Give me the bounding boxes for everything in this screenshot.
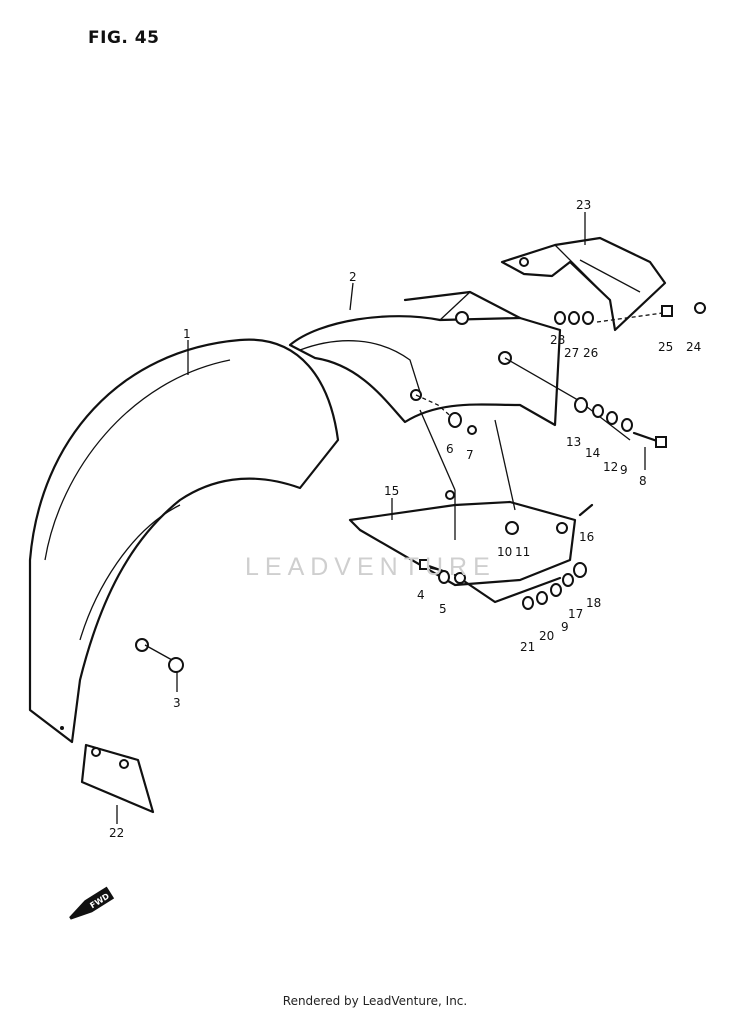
washer-12 — [606, 411, 618, 425]
callout-1: 1 — [183, 327, 191, 341]
washer-5 — [438, 570, 450, 584]
callout-21: 21 — [520, 640, 535, 654]
washer-14 — [592, 404, 604, 418]
fender-inner-section — [288, 290, 562, 427]
nut-7 — [467, 425, 477, 435]
washer-6 — [448, 412, 462, 428]
callout-9-lower: 9 — [561, 620, 569, 634]
callout-24: 24 — [686, 340, 701, 354]
footer-credit: Rendered by LeadVenture, Inc. — [282, 994, 468, 1008]
nut-21 — [522, 596, 534, 610]
figure-title: FIG. 45 — [88, 28, 160, 48]
callout-5: 5 — [439, 602, 447, 616]
callout-23: 23 — [576, 198, 591, 212]
watermark: LEADVENTURE — [245, 553, 496, 581]
rear-fender — [28, 338, 340, 744]
washer-3 — [168, 657, 184, 673]
callout-20: 20 — [539, 629, 554, 643]
callout-26: 26 — [583, 346, 598, 360]
callout-4: 4 — [417, 588, 425, 602]
washer-19 — [550, 583, 562, 597]
callout-22: 22 — [109, 826, 124, 840]
callout-25: 25 — [658, 340, 673, 354]
plate-bracket — [348, 490, 577, 604]
washer-28 — [554, 311, 566, 325]
washer-18 — [573, 562, 587, 578]
washer-20 — [536, 591, 548, 605]
leader-lines — [116, 212, 646, 824]
callout-28: 28 — [550, 333, 565, 347]
washer-27 — [568, 311, 580, 325]
callout-15: 15 — [384, 484, 399, 498]
callout-3: 3 — [173, 696, 181, 710]
callout-14: 14 — [585, 446, 600, 460]
callout-16: 16 — [579, 530, 594, 544]
washer-17 — [562, 573, 574, 587]
callout-6: 6 — [446, 442, 454, 456]
bolt-16 — [578, 503, 594, 517]
washer-13 — [574, 397, 588, 413]
callout-18: 18 — [586, 596, 601, 610]
callouts: 1 2 3 4 5 6 7 8 9 9 10 11 12 13 14 15 16… — [109, 198, 701, 840]
callout-10: 10 — [497, 545, 512, 559]
callout-17: 17 — [568, 607, 583, 621]
callout-13: 13 — [566, 435, 581, 449]
mud-flap — [80, 743, 155, 814]
callout-7: 7 — [466, 448, 474, 462]
callout-8: 8 — [639, 474, 647, 488]
washer-26 — [582, 311, 594, 325]
callout-27: 27 — [564, 346, 579, 360]
callout-12: 12 — [603, 460, 618, 474]
fender-mount-hole — [135, 638, 149, 652]
callout-11: 11 — [515, 545, 530, 559]
callout-2: 2 — [349, 270, 357, 284]
nut-25 — [661, 305, 673, 317]
washer-9 — [621, 418, 633, 432]
hardware — [168, 302, 707, 673]
forward-direction-mark: FWD — [69, 886, 115, 920]
callout-9-upper: 9 — [620, 463, 628, 477]
